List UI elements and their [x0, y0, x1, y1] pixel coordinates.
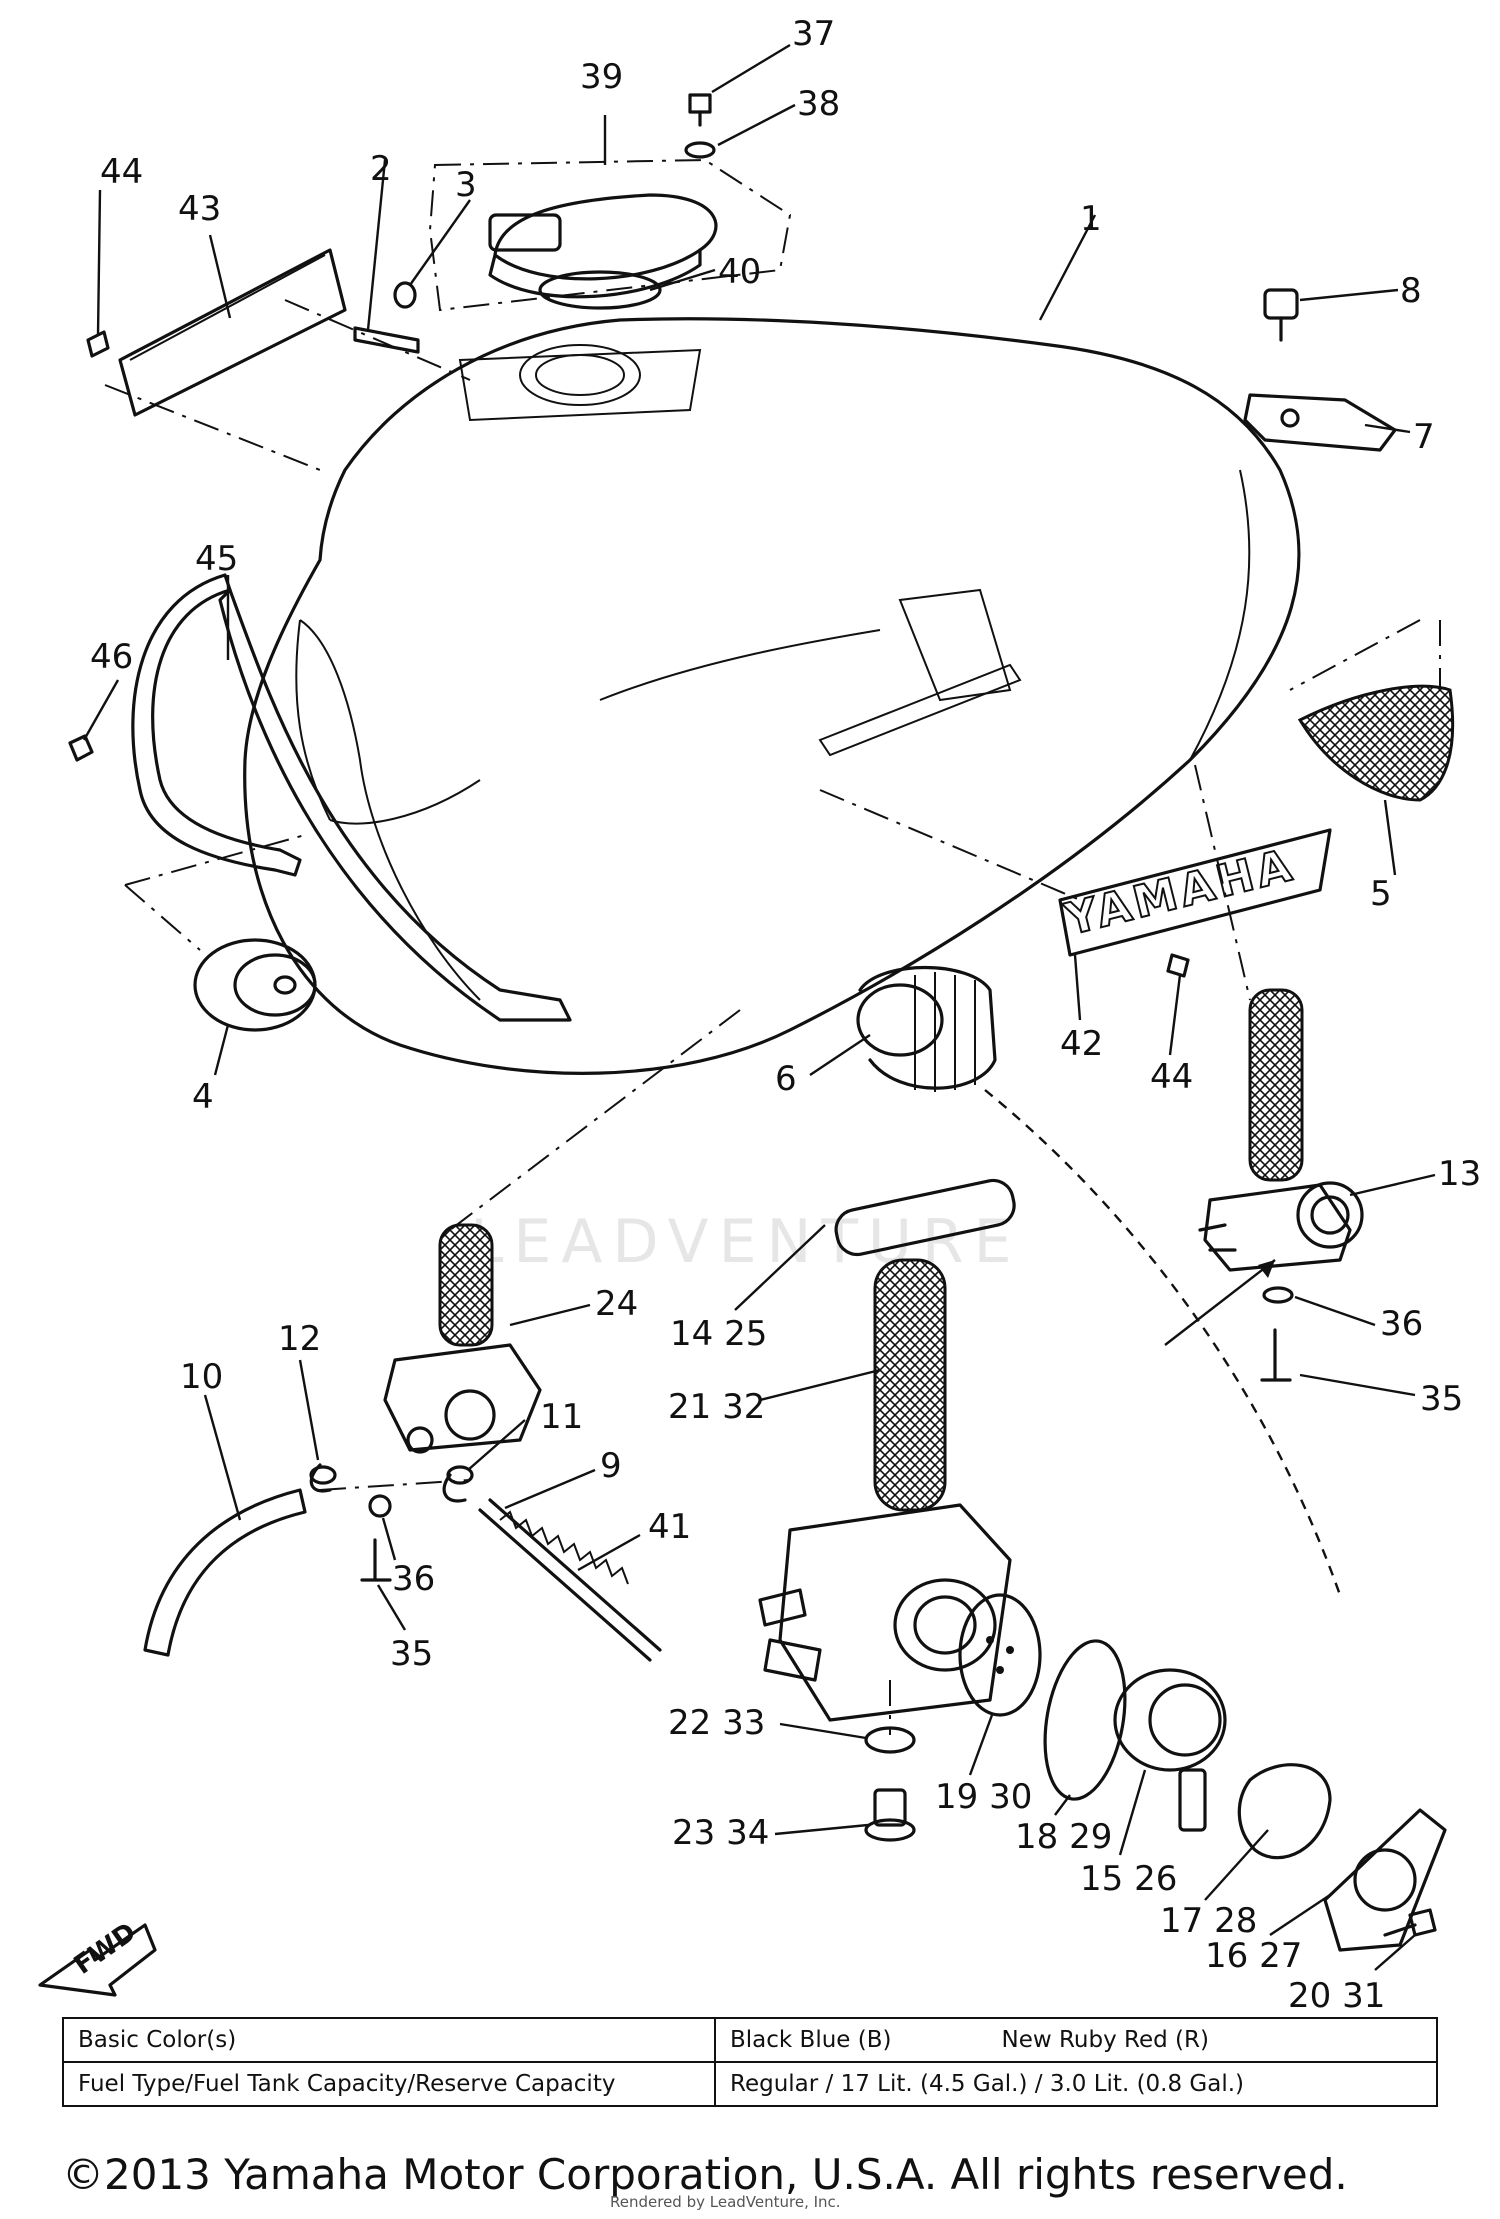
callout: 24: [595, 1284, 638, 1324]
drain-bolt-part-23-34[interactable]: [864, 1788, 916, 1842]
callout: 2: [370, 149, 392, 189]
callout: 35: [390, 1634, 433, 1674]
plate-part-19-30[interactable]: [958, 1593, 1042, 1717]
callout: 4: [192, 1077, 214, 1117]
callout: 14 25: [670, 1314, 767, 1354]
callout: 18 29: [1015, 1817, 1112, 1857]
fuel-cock-part-24[interactable]: [309, 1223, 542, 1582]
fuel-cock-part-13[interactable]: [1198, 988, 1364, 1382]
bracket-part-7[interactable]: [1243, 288, 1397, 452]
fuel-cock-part-21-32[interactable]: [758, 1258, 1012, 1722]
hose-part-6[interactable]: [856, 966, 997, 1093]
clip-part-11[interactable]: [442, 1473, 467, 1503]
fuel-pipe-part-10[interactable]: [143, 1488, 307, 1657]
damper-part-4[interactable]: [193, 938, 317, 1032]
callout: 12: [278, 1319, 321, 1359]
callout: 41: [648, 1507, 691, 1547]
callout: 15 26: [1080, 1859, 1177, 1899]
callout: 38: [797, 84, 840, 124]
callout: 6: [775, 1059, 797, 1099]
spec-value: Black Blue (B) New Ruby Red (R): [714, 2017, 1438, 2063]
damper-part-46[interactable]: [68, 734, 94, 762]
callout: 19 30: [935, 1777, 1032, 1817]
rod-and-spring-part-9-41[interactable]: [478, 1498, 662, 1662]
callout: 1: [1080, 199, 1102, 239]
callout: 23 34: [672, 1813, 769, 1853]
callout: 35: [1420, 1379, 1463, 1419]
copyright-notice: ©2013 Yamaha Motor Corporation, U.S.A. A…: [62, 2150, 1348, 2199]
callout: 45: [195, 539, 238, 579]
emblem-plate-part-43[interactable]: [86, 248, 347, 417]
gasket-part-14-25[interactable]: [832, 1177, 1017, 1258]
callout: 36: [1380, 1304, 1423, 1344]
o-ring-part-18-29[interactable]: [1034, 1635, 1137, 1806]
callout: 43: [178, 189, 221, 229]
callout: 44: [1150, 1057, 1193, 1097]
callout: 17 28: [1160, 1901, 1257, 1941]
callout: 7: [1413, 417, 1435, 457]
callout: 8: [1400, 271, 1422, 311]
callout: 13: [1438, 1154, 1481, 1194]
callout: 39: [580, 57, 623, 97]
color-option-two: New Ruby Red (R): [1001, 2027, 1209, 2053]
forward-arrow: FWD: [38, 1917, 157, 1997]
rendered-by-note: Rendered by LeadVenture, Inc.: [610, 2193, 841, 2211]
callout: 11: [540, 1397, 583, 1437]
callout: 20 31: [1288, 1976, 1385, 2016]
callout: 22 33: [668, 1703, 765, 1743]
table-row: Basic Color(s) Black Blue (B) New Ruby Re…: [62, 2017, 1438, 2063]
gasket-part-17-28[interactable]: [1237, 1763, 1332, 1860]
filler-cap-assembly[interactable]: [353, 93, 792, 354]
callout: 16 27: [1205, 1936, 1302, 1976]
plate-part-16-27[interactable]: [1323, 1808, 1447, 1952]
fwd-label: FWD: [69, 1917, 142, 1981]
callout: 46: [90, 637, 133, 677]
callout: 40: [718, 252, 761, 292]
spec-label: Basic Color(s): [62, 2017, 716, 2063]
spec-value: Regular / 17 Lit. (4.5 Gal.) / 3.0 Lit. …: [714, 2061, 1438, 2107]
spec-label: Fuel Type/Fuel Tank Capacity/Reserve Cap…: [62, 2061, 716, 2107]
callout: 5: [1370, 874, 1392, 914]
callout: 9: [600, 1446, 622, 1486]
table-row: Fuel Type/Fuel Tank Capacity/Reserve Cap…: [62, 2061, 1438, 2107]
color-option-one: Black Blue (B): [730, 2027, 892, 2053]
reference-lines: [104, 299, 1441, 1735]
leader-lines: [82, 43, 1436, 1971]
callout: 10: [180, 1357, 223, 1397]
tank-seal-part-45[interactable]: [131, 573, 572, 1022]
callout: 21 32: [668, 1387, 765, 1427]
callout-labels: 37 38 39 44 43 2 3 40 1 8 7 45 46 5 4 42…: [90, 14, 1481, 2016]
lever-part-15-26[interactable]: [1113, 1668, 1227, 1832]
callout: 3: [455, 165, 477, 205]
callout: 42: [1060, 1024, 1103, 1064]
callout: 44: [100, 152, 143, 192]
knee-pad-part-5[interactable]: [1297, 684, 1455, 802]
spec-table: Basic Color(s) Black Blue (B) New Ruby Re…: [62, 2017, 1438, 2107]
fuel-tank-part-1[interactable]: [243, 317, 1301, 1075]
clip-part-12[interactable]: [309, 1463, 332, 1493]
watermark: LEADVENTURE: [470, 1207, 1022, 1277]
callout: 36: [392, 1559, 435, 1599]
emblem-text: YAMAHA: [1059, 839, 1300, 945]
screw-part-20-31[interactable]: [1383, 1908, 1437, 1937]
callout: 37: [792, 14, 835, 54]
emblem-part-42[interactable]: YAMAHA: [1058, 828, 1332, 978]
